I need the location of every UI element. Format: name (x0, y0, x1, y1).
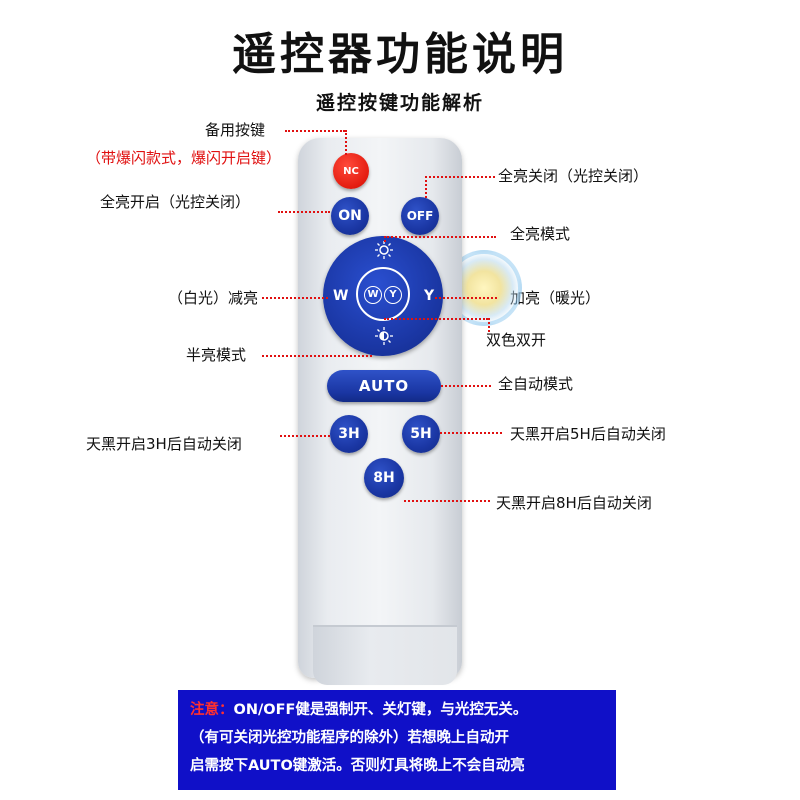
pointer-line (404, 500, 490, 502)
label-timer-5h: 天黑开启5H后自动关闭 (510, 425, 666, 443)
pointer-line (440, 432, 502, 434)
label-all-off: 全亮关闭（光控关闭） (498, 167, 649, 185)
note-line-3: 启需按下AUTO键激活。否则灯具将晚上不会自动亮 (190, 758, 525, 774)
brighten-warm-button[interactable]: Y (424, 288, 435, 304)
note-line-2: （有可关闭光控功能程序的除外）若想晚上自动开 (190, 730, 509, 746)
label-backup-key-note: （带爆闪款式，爆闪开启键） (86, 149, 282, 167)
page-title: 遥控器功能说明 (232, 29, 568, 80)
half-sun-icon[interactable] (374, 326, 394, 346)
dual-color-ring (356, 267, 410, 321)
pointer-line (278, 211, 330, 213)
pointer-line (384, 318, 488, 320)
label-half-mode: 半亮模式 (186, 346, 247, 364)
center-y-label: Y (384, 286, 402, 304)
pointer-line (435, 297, 497, 299)
pointer-line (262, 297, 328, 299)
center-w-label: W (364, 286, 382, 304)
auto-button[interactable]: AUTO (327, 370, 441, 402)
pointer-line (384, 236, 496, 238)
dim-white-button[interactable]: W (333, 288, 349, 304)
pointer-line (384, 236, 386, 242)
note-line-1: 注意：ON/OFF健是强制开、关灯键，与光控无关。 (190, 696, 604, 724)
label-dim-white: （白光）减亮 (168, 289, 259, 307)
note-box: 注意：ON/OFF健是强制开、关灯键，与光控无关。 （有可关闭光控功能程序的除外… (178, 690, 616, 790)
off-button[interactable]: OFF (401, 197, 439, 235)
pointer-line (280, 435, 330, 437)
label-full-mode: 全亮模式 (510, 225, 571, 243)
label-brighten-warm: 加亮（暖光） (510, 289, 601, 307)
note-line-1-text: ON/OFF健是强制开、关灯键，与光控无关。 (233, 702, 528, 718)
pointer-line (285, 130, 345, 132)
label-dual-color: 双色双开 (486, 331, 547, 349)
pointer-line (262, 355, 372, 357)
note-warning-label: 注意： (190, 702, 234, 718)
timer-5h-button[interactable]: 5H (402, 415, 440, 453)
label-all-on: 全亮开启（光控关闭） (100, 193, 251, 211)
page-subtitle: 遥控按键功能解析 (315, 92, 484, 114)
label-timer-3h: 天黑开启3H后自动关闭 (86, 435, 242, 453)
on-button[interactable]: ON (331, 197, 369, 235)
pointer-line (345, 130, 347, 155)
label-timer-8h: 天黑开启8H后自动关闭 (496, 494, 652, 512)
timer-3h-button[interactable]: 3H (330, 415, 368, 453)
label-auto-mode: 全自动模式 (498, 375, 574, 393)
pointer-line (488, 318, 490, 332)
pointer-line (441, 385, 491, 387)
sun-icon[interactable] (374, 240, 394, 260)
remote-battery-cover (313, 625, 457, 685)
pointer-line (425, 176, 427, 198)
label-backup-key: 备用按键 (205, 121, 266, 139)
pointer-line (425, 176, 495, 178)
nc-button[interactable]: NC (333, 153, 369, 189)
timer-8h-button[interactable]: 8H (364, 458, 404, 498)
